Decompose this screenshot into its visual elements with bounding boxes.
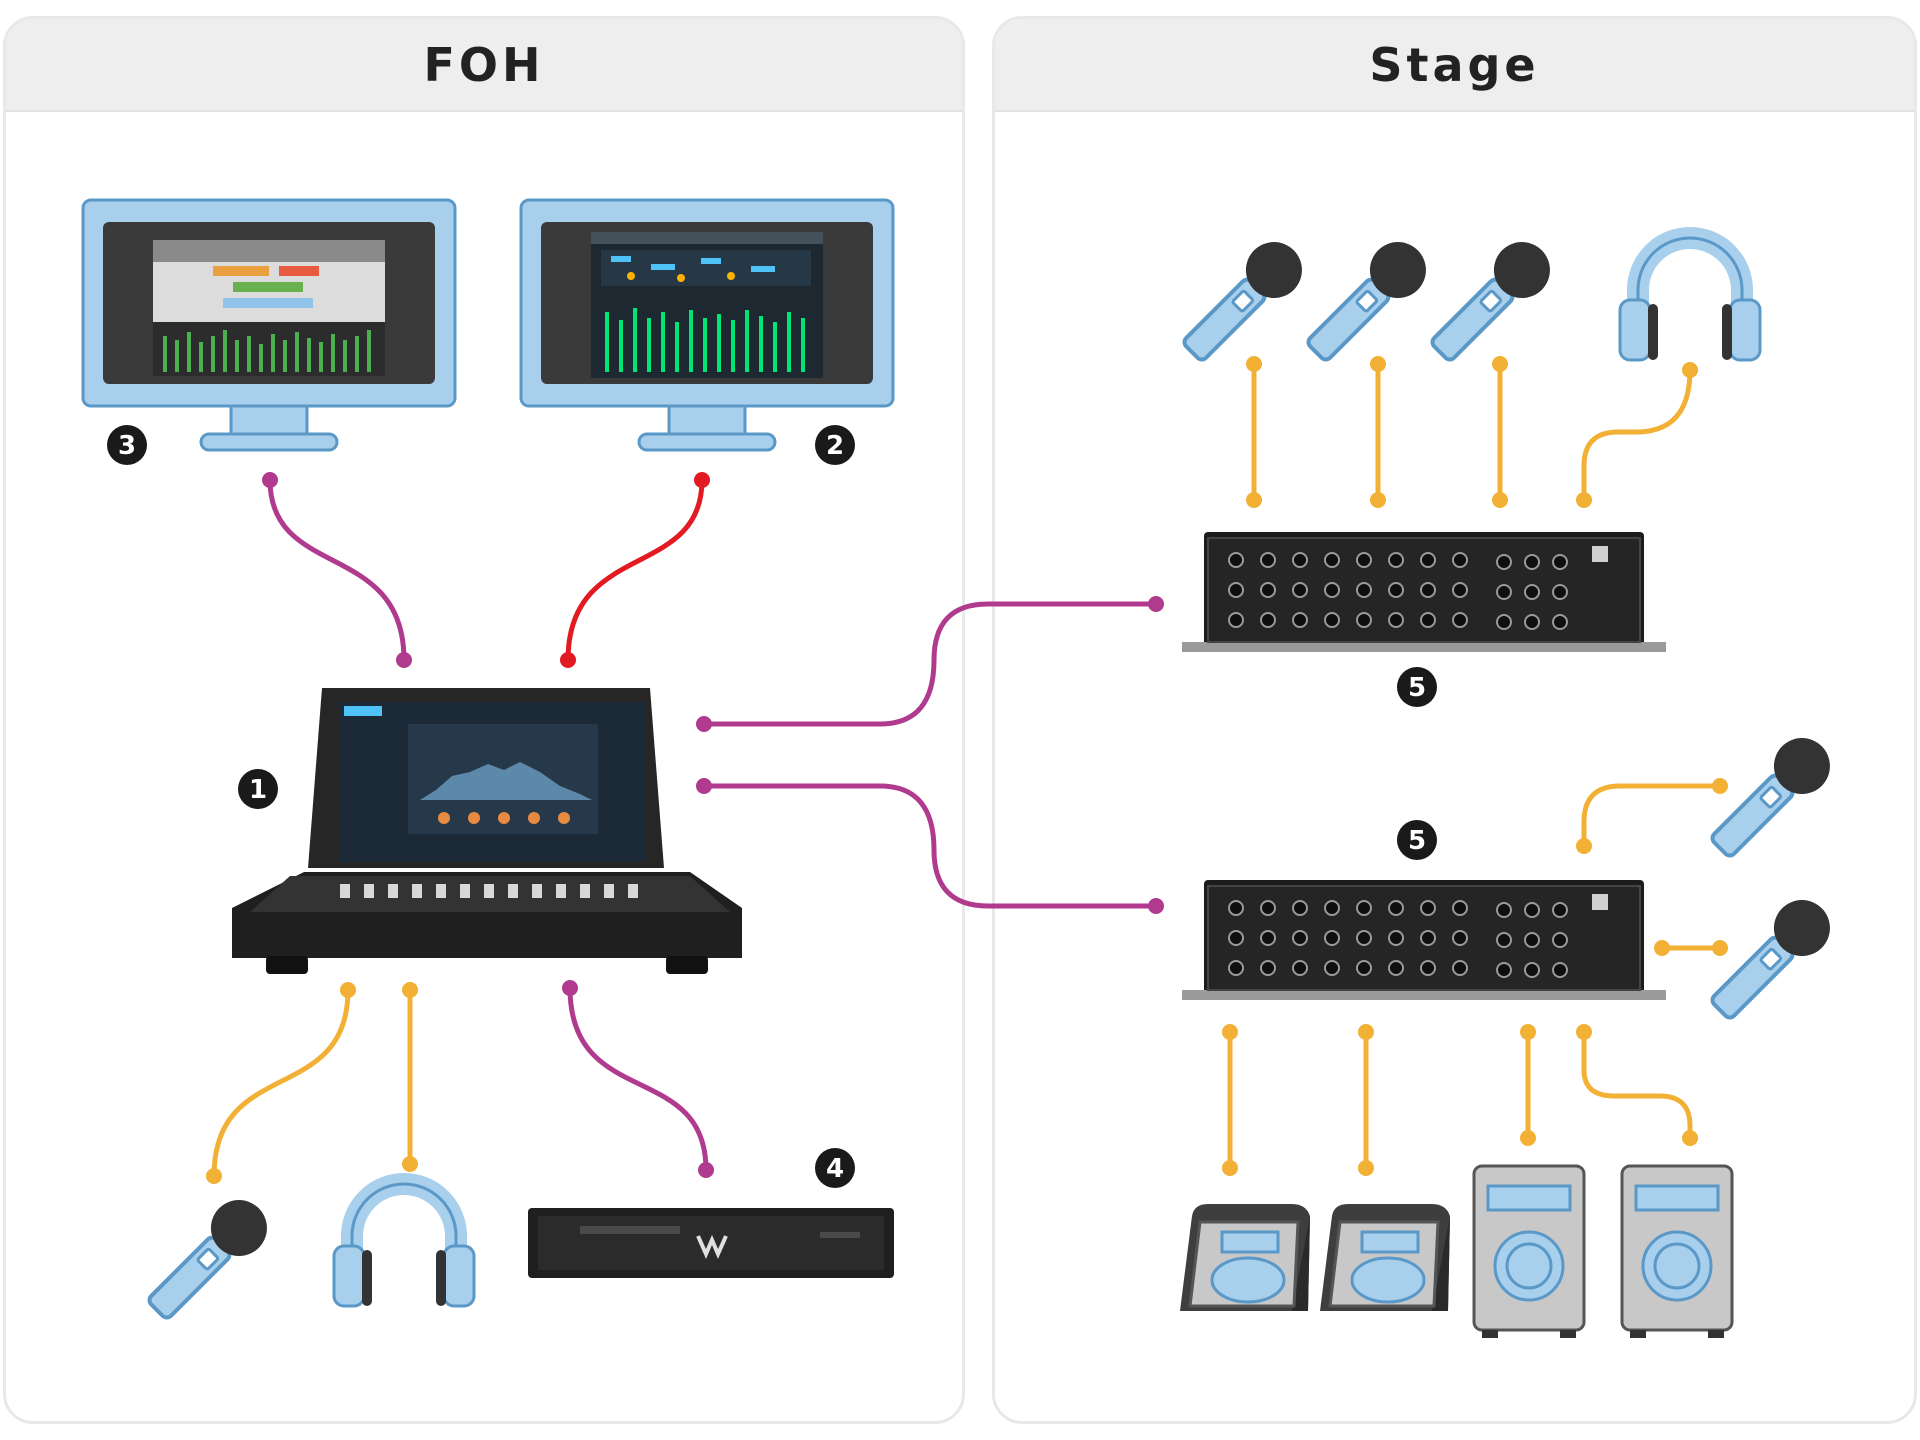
stage-microphone-5-icon xyxy=(1700,888,1841,1029)
stage-wedge-2-icon xyxy=(1318,1202,1452,1313)
mixing-console xyxy=(232,688,742,974)
callout-badge-main-monitor: 2 xyxy=(815,425,855,465)
svg-text:3: 3 xyxy=(118,431,136,461)
monitor-mixer-ui xyxy=(519,198,895,452)
stage-panel: Stage xyxy=(992,16,1917,1424)
foh-headphones-icon xyxy=(334,1184,474,1306)
server-unit xyxy=(528,1208,894,1278)
svg-text:1: 1 xyxy=(249,775,267,805)
stage-title: Stage xyxy=(1369,37,1540,92)
foh-microphone-icon xyxy=(137,1188,278,1329)
stage-wedge-1-icon xyxy=(1178,1202,1312,1313)
network-connections xyxy=(267,479,1156,1171)
svg-text:4: 4 xyxy=(826,1154,844,1184)
display-connection xyxy=(565,479,705,661)
stage-speaker-2-icon xyxy=(1620,1164,1734,1340)
stage-headphones-icon xyxy=(1620,238,1760,360)
foh-title: FOH xyxy=(423,37,545,92)
monitor-daw xyxy=(81,198,457,452)
svg-text:5: 5 xyxy=(1408,826,1426,856)
stage-microphone-1-icon xyxy=(1172,230,1313,371)
svg-text:2: 2 xyxy=(826,431,844,461)
stage-header: Stage xyxy=(995,19,1914,112)
stage-microphone-3-icon xyxy=(1420,230,1561,371)
stage-microphone-4-icon xyxy=(1700,726,1841,867)
stagebox-upper xyxy=(1181,531,1667,653)
callout-badge-second-monitor: 3 xyxy=(107,425,147,465)
stagebox-lower xyxy=(1181,879,1667,1001)
svg-text:5: 5 xyxy=(1408,673,1426,703)
callout-badge-stagebox-upper: 5 xyxy=(1397,667,1437,707)
stage-speaker-1-icon xyxy=(1472,1164,1586,1340)
callout-badge-stagebox-lower: 5 xyxy=(1397,820,1437,860)
audio-connections xyxy=(211,364,1720,1177)
callout-badge-server: 4 xyxy=(815,1148,855,1188)
stage-microphone-2-icon xyxy=(1296,230,1437,371)
callout-badge-console: 1 xyxy=(238,769,278,809)
foh-header: FOH xyxy=(6,19,962,112)
